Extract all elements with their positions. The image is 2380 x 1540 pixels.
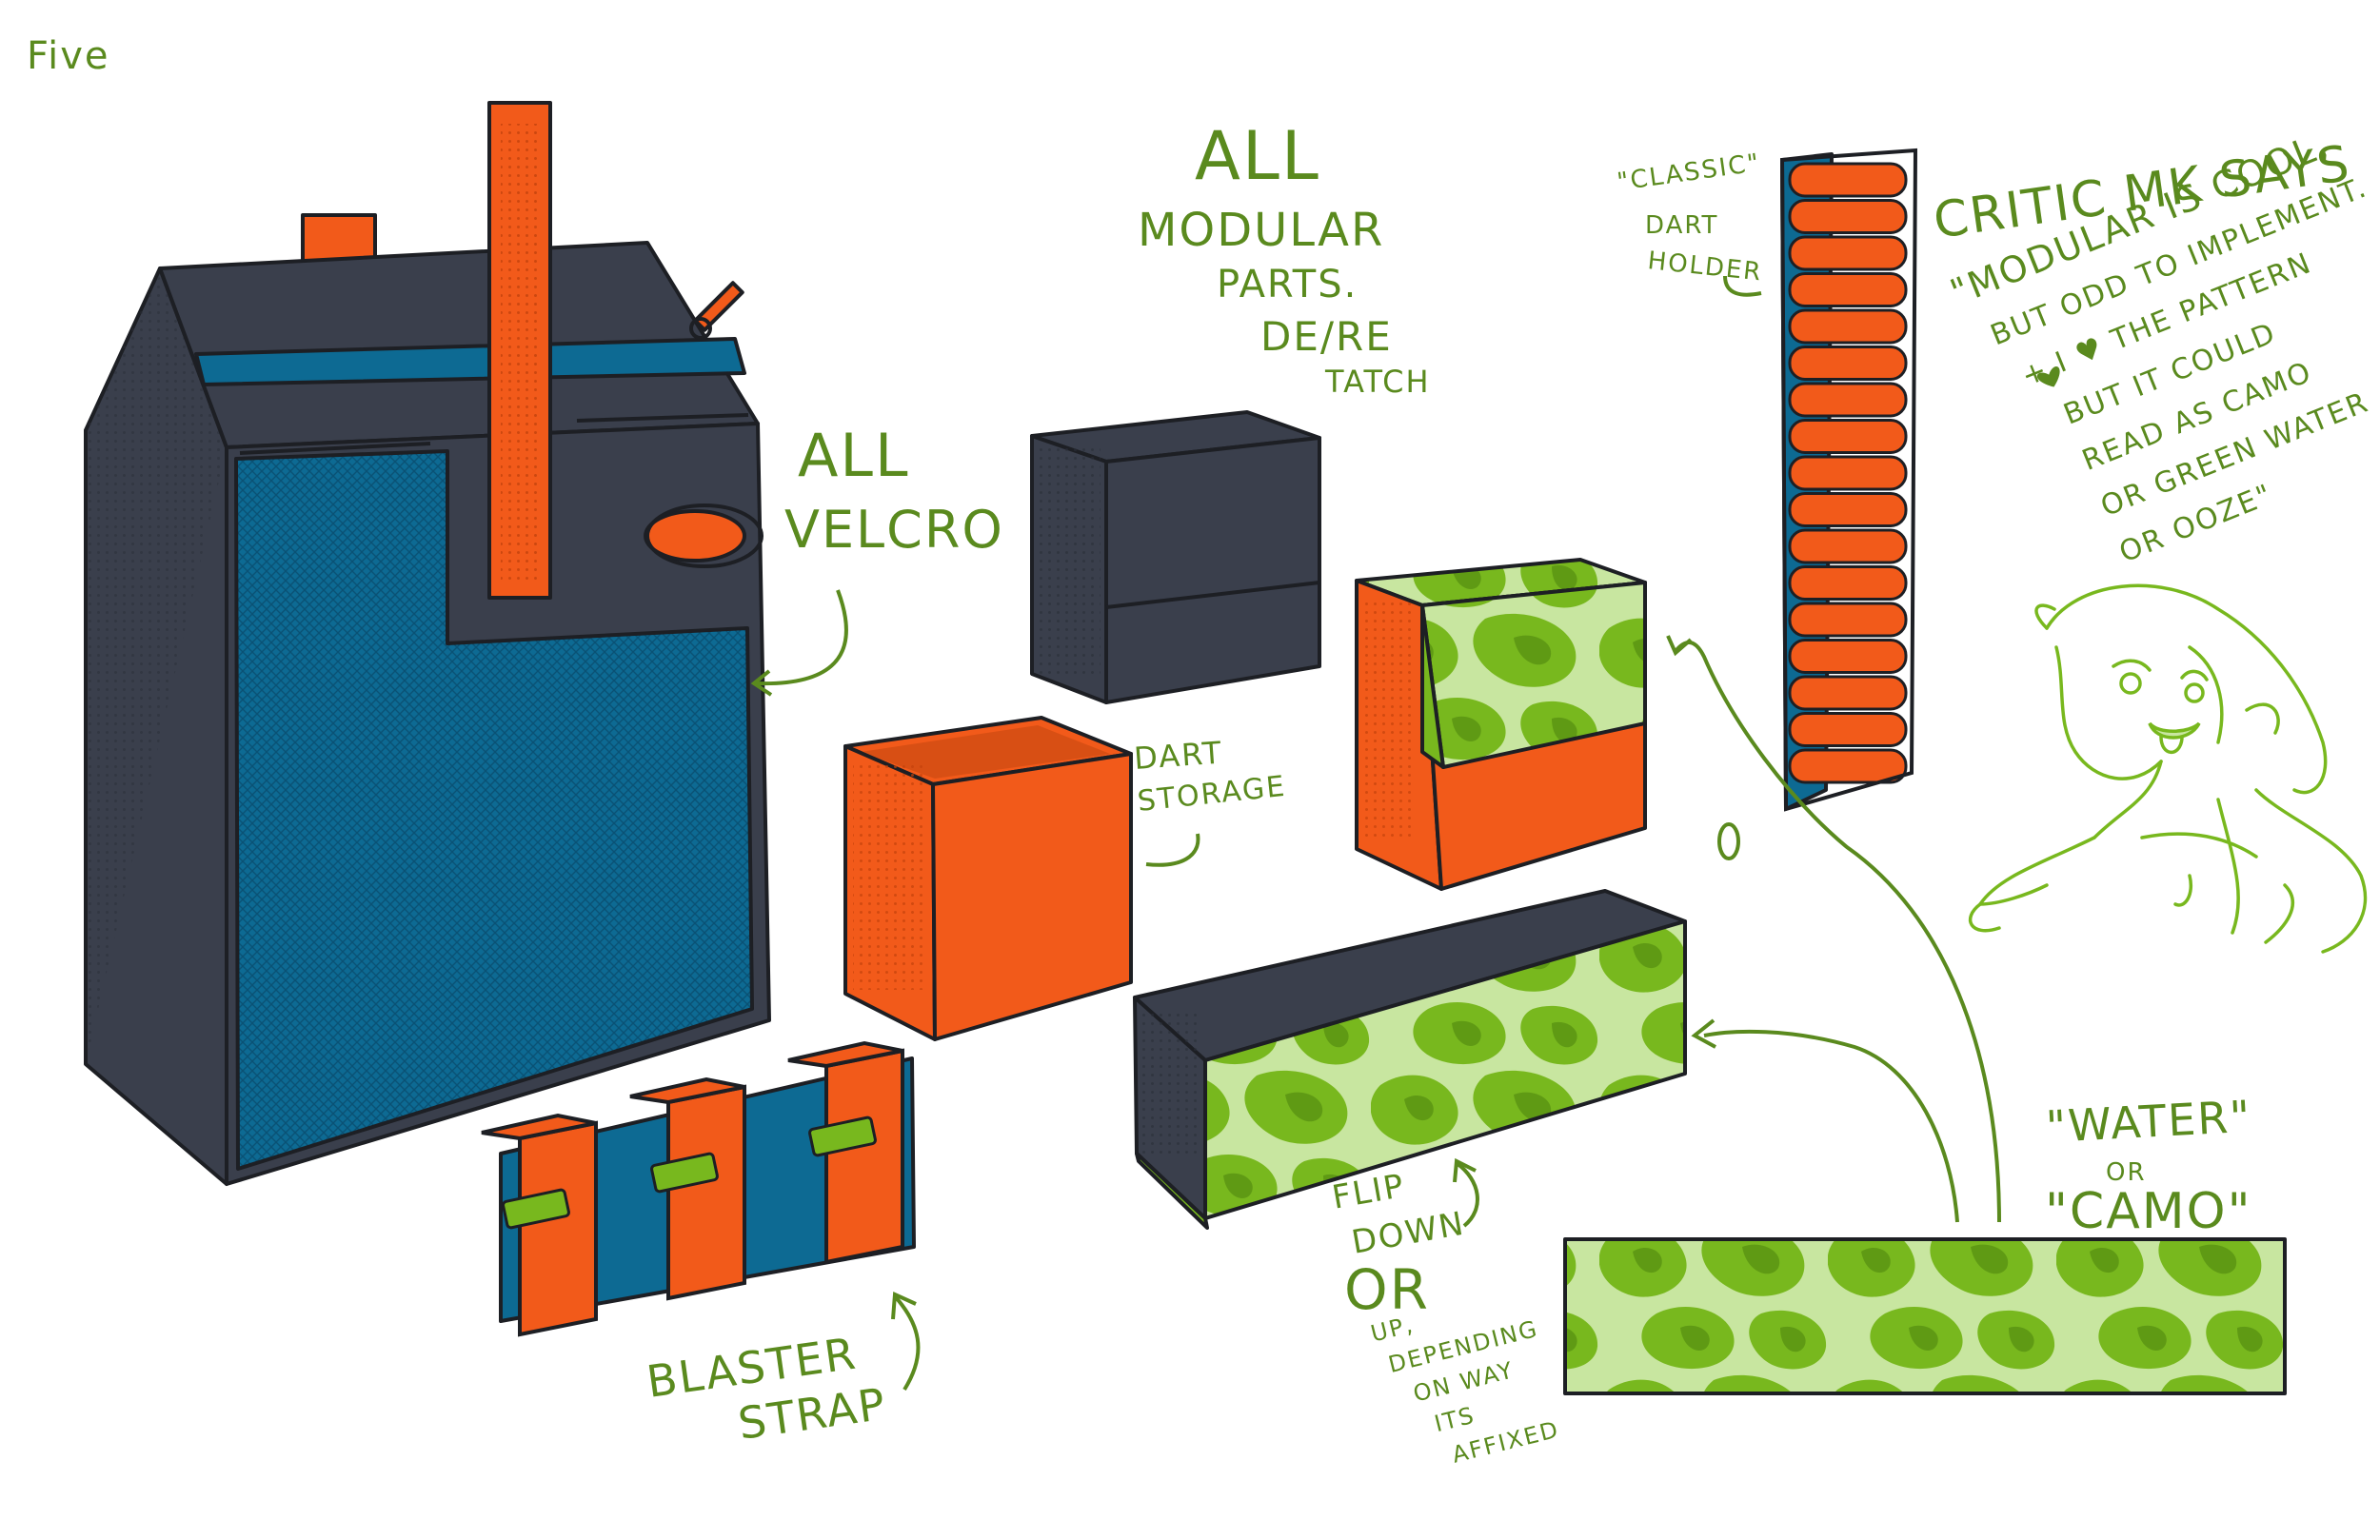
strap-buckle xyxy=(808,1116,877,1157)
modular-note-line3: PARTS. xyxy=(1217,263,1358,306)
camo-swatch xyxy=(1563,1237,2287,1395)
long-camo-box xyxy=(1133,889,1687,1230)
flip-arrow xyxy=(1455,1161,1479,1228)
classic-note-line3: HOLDER xyxy=(1646,247,1763,286)
dart xyxy=(1788,602,1908,638)
modular-note-line2: MODULAR xyxy=(1138,204,1384,257)
dart-holder-frame xyxy=(1779,148,1918,812)
dart-storage-box xyxy=(843,716,1133,1041)
modular-box-dark xyxy=(1030,410,1321,704)
dart xyxy=(1788,308,1908,345)
page-label: Five xyxy=(27,34,110,78)
camo-flap-box xyxy=(1355,558,1647,891)
classic-arrow xyxy=(1723,275,1762,297)
dart xyxy=(1788,712,1908,747)
modular-note-line1: ALL xyxy=(1195,117,1320,195)
dart xyxy=(1788,272,1908,307)
backpack-main xyxy=(84,101,771,1186)
dart-storage-arrow xyxy=(1145,833,1200,867)
water-note-line1: "WATER" xyxy=(2045,1091,2253,1153)
dart xyxy=(1788,748,1908,784)
strap-band-top xyxy=(787,1040,903,1069)
dart xyxy=(1788,565,1908,601)
dart xyxy=(1788,419,1908,454)
blaster-strap xyxy=(481,1040,916,1337)
dart xyxy=(1788,492,1908,527)
strap-buckle xyxy=(502,1188,570,1230)
dart xyxy=(1788,455,1908,491)
strap-band xyxy=(666,1084,746,1301)
dart xyxy=(1788,528,1908,564)
dart xyxy=(1788,675,1908,711)
flip-note-line3: OR xyxy=(1344,1257,1430,1322)
zipper-pull-icon xyxy=(689,281,744,340)
strap-band xyxy=(518,1120,598,1337)
classic-note-line2: DART xyxy=(1645,211,1718,240)
strap-band xyxy=(824,1048,904,1265)
water-note-line2: OR xyxy=(2106,1158,2147,1187)
heart-icon xyxy=(2036,366,2060,387)
dart xyxy=(1788,346,1908,381)
dart-storage-note-line1: DART xyxy=(1133,735,1224,777)
velcro-note-line1: ALL xyxy=(798,421,910,490)
strap-band-top xyxy=(629,1076,745,1105)
modular-note-line4: DE/RE xyxy=(1260,313,1393,360)
modular-note-line5: TATCH xyxy=(1324,364,1431,400)
dart xyxy=(1788,199,1908,234)
strap-band-top xyxy=(481,1113,597,1141)
dart xyxy=(1788,639,1908,674)
strap-buckle xyxy=(650,1152,719,1194)
dart xyxy=(1788,162,1908,198)
dart xyxy=(1788,382,1908,418)
strap-arrow xyxy=(893,1294,921,1392)
velcro-arrow xyxy=(756,589,848,686)
classic-note-line1: "CLASSIC" xyxy=(1616,148,1762,197)
camo-arrows xyxy=(1666,635,2001,1223)
flip-note-line2: DOWN xyxy=(1349,1205,1468,1262)
water-note-line3: "CAMO" xyxy=(2045,1183,2252,1240)
flip-note-line7: ITS xyxy=(1432,1402,1478,1438)
velcro-note-line2: VELCRO xyxy=(784,500,1004,560)
dart xyxy=(1788,235,1908,271)
dart-storage-note-line2: STORAGE xyxy=(1136,770,1288,819)
classic-dart-holder xyxy=(1779,148,1918,812)
critic-mk-character xyxy=(1968,583,2368,954)
